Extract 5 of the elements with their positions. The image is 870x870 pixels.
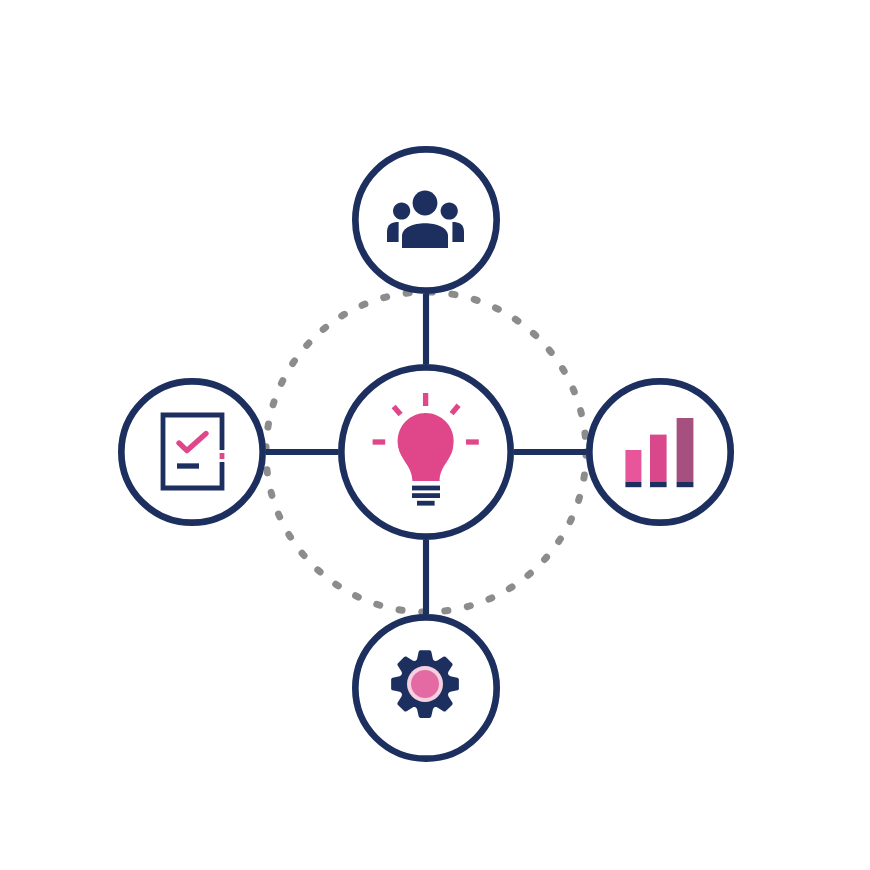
connector-line — [422, 540, 430, 614]
connector-line — [514, 448, 586, 456]
circle — [118, 378, 266, 526]
connector-line — [266, 448, 338, 456]
connector-line — [422, 294, 430, 364]
